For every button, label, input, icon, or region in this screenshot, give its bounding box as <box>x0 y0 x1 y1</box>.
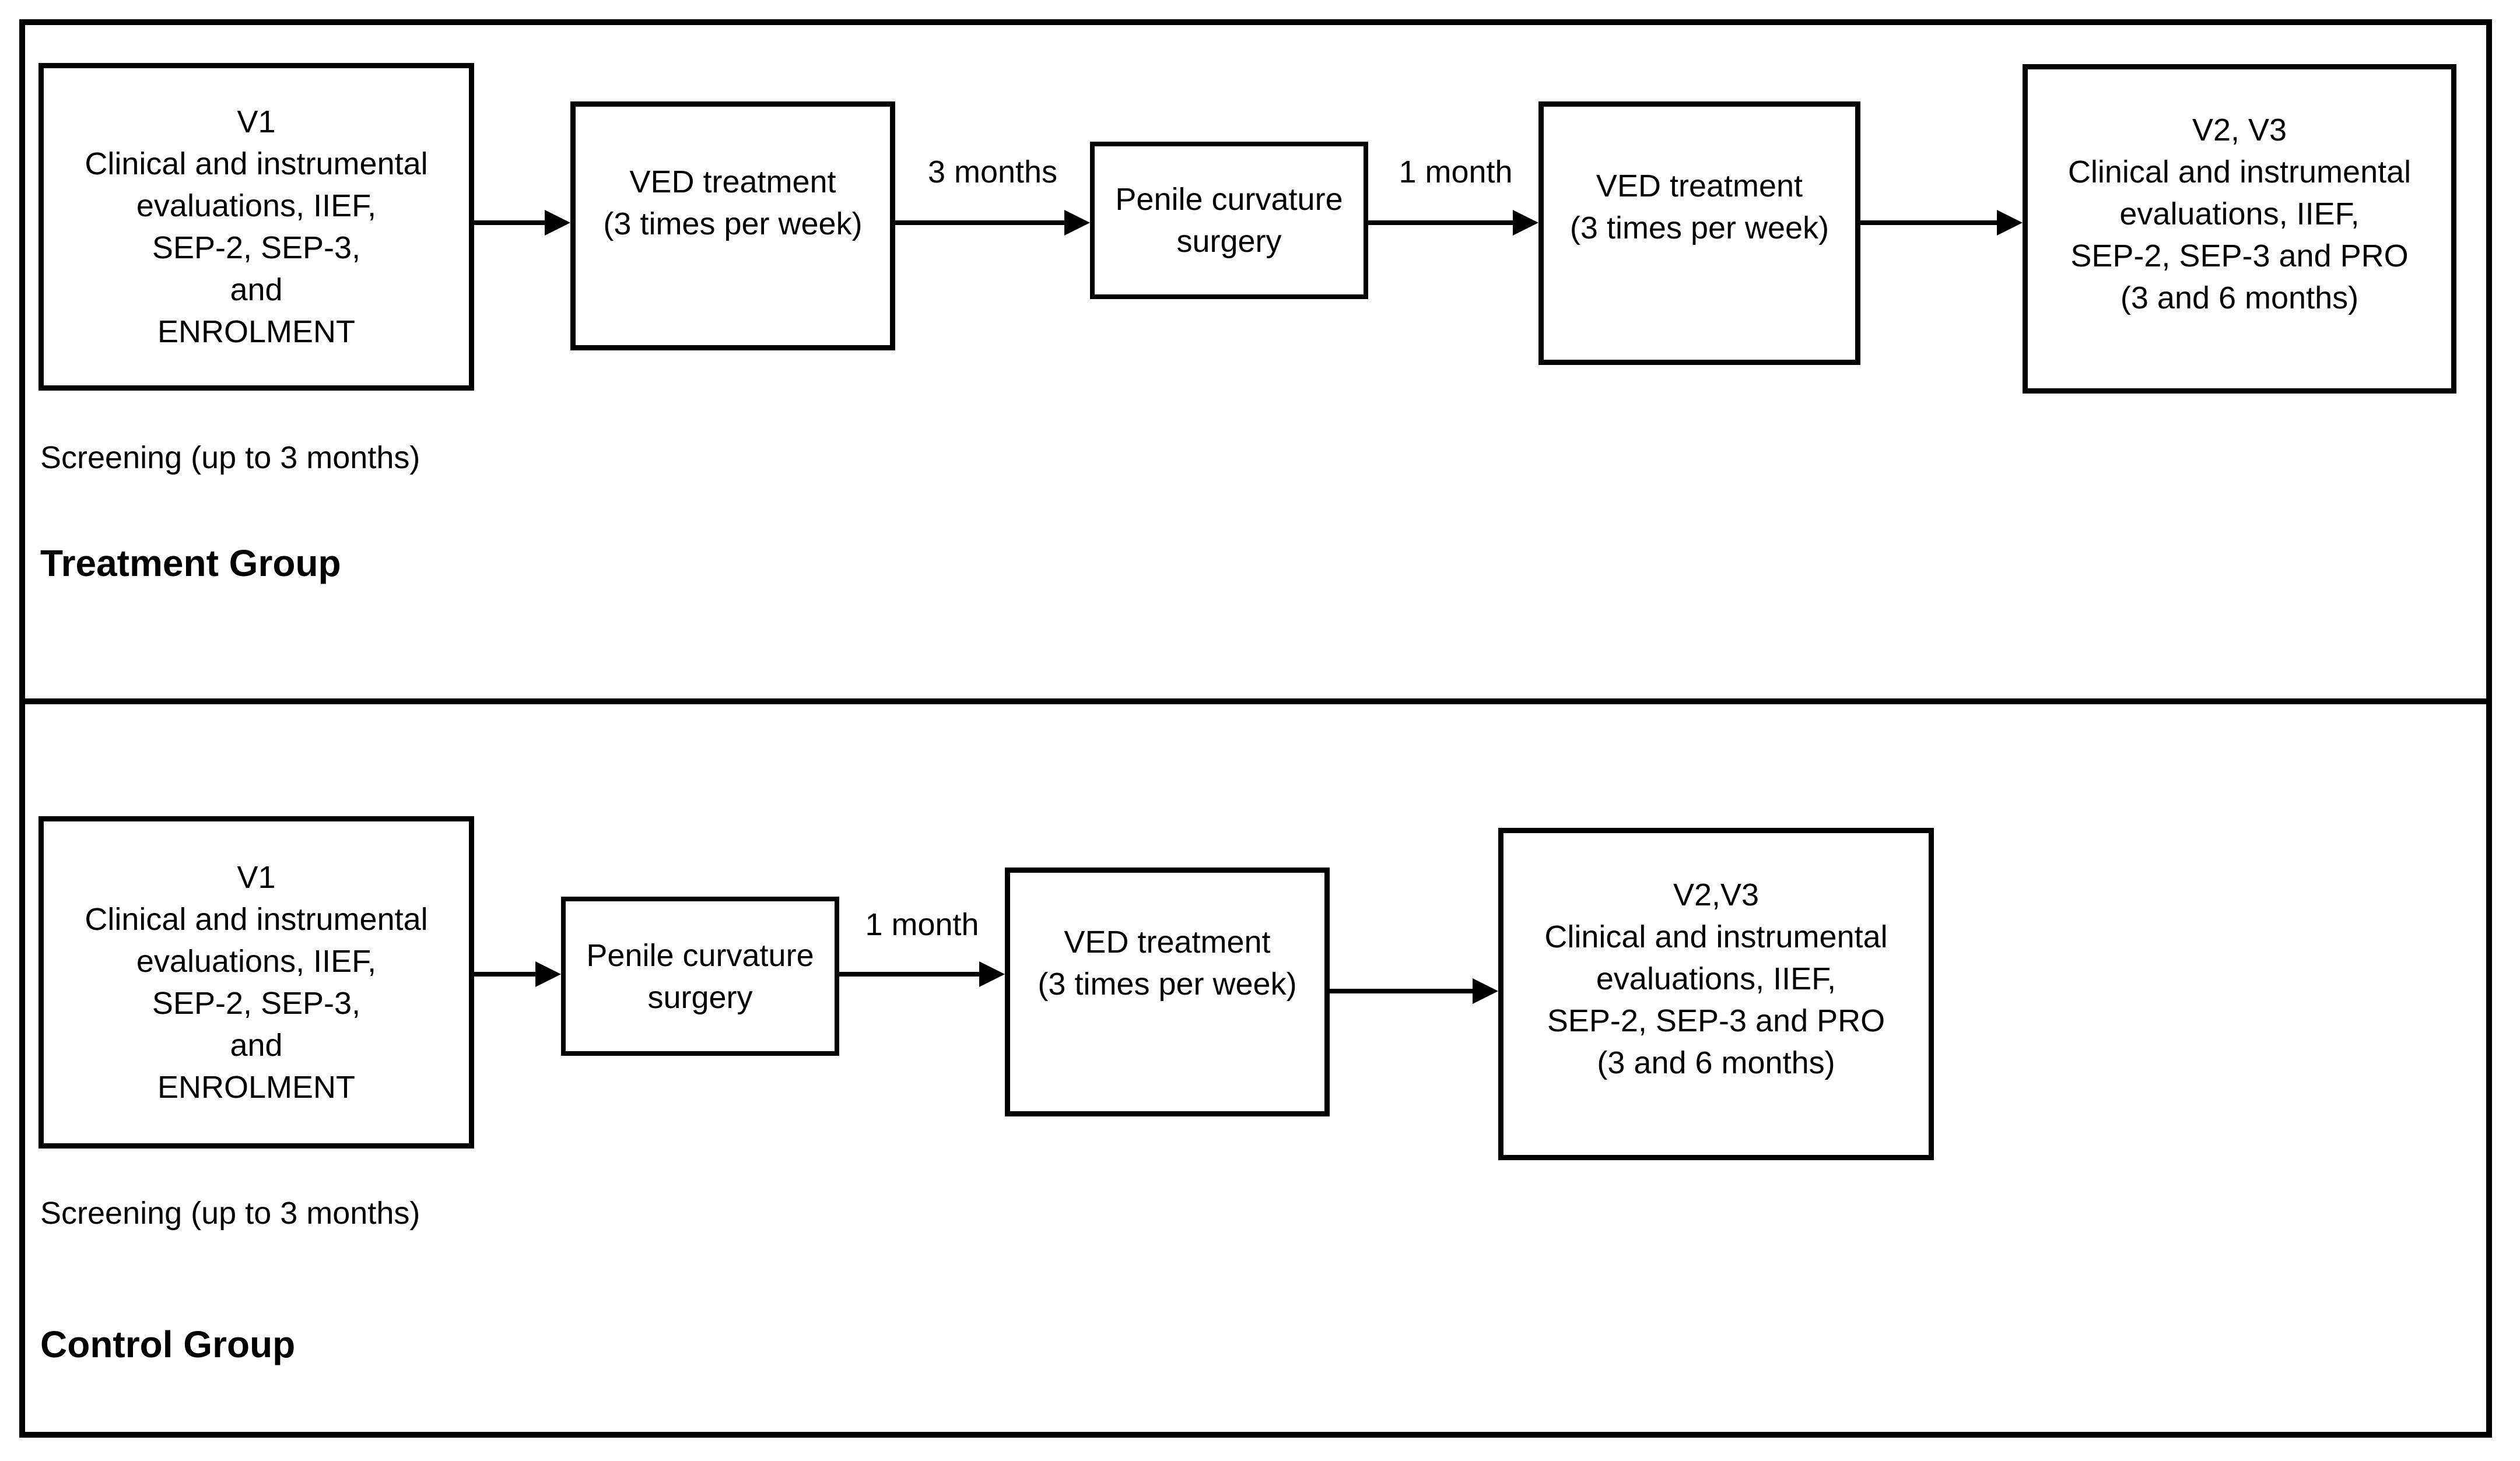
arrow-head-icon <box>979 961 1005 987</box>
box-text-line: ENROLMENT <box>157 1070 356 1105</box>
treatment-surgery-box: Penile curvature surgery <box>1090 142 1368 299</box>
box-text-line: evaluations, IIEF, <box>136 188 377 223</box>
box-text-line: V2, V3 <box>2192 113 2287 147</box>
interval-label-3-months: 3 months <box>927 154 1058 189</box>
box-text-line: ENROLMENT <box>157 314 356 349</box>
arrow-shaft <box>839 972 983 977</box>
arrow-shaft <box>474 220 548 225</box>
outer-frame <box>19 19 2492 1438</box>
interval-label-1-month: 1 month <box>865 907 979 942</box>
box-text-line: VED treatment <box>629 164 836 199</box>
arrow-shaft <box>1330 989 1476 993</box>
box-text-line: V1 <box>237 860 276 895</box>
arrow-treatment-3 <box>1368 210 1538 236</box>
arrow-head-icon <box>1513 210 1538 236</box>
box-text-line: evaluations, IIEF, <box>1596 961 1836 996</box>
treatment-screening-note: Screening (up to 3 months) <box>40 440 420 475</box>
control-group-title: Control Group <box>40 1323 296 1365</box>
control-outcome-box: V2,V3 Clinical and instrumental evaluati… <box>1498 828 1934 1160</box>
arrow-shaft <box>1368 220 1516 225</box>
box-text-line: Clinical and instrumental <box>85 146 428 181</box>
box-text-line: Clinical and instrumental <box>2067 154 2412 189</box>
box-text-line: (3 and 6 months) <box>2120 280 2359 315</box>
arrow-head-icon <box>1473 978 1498 1004</box>
arrow-head-icon <box>535 961 561 987</box>
box-text-line: (3 times per week) <box>1569 210 1829 245</box>
arrow-treatment-2 <box>895 210 1090 236</box>
treatment-outcome-box: V2, V3 Clinical and instrumental evaluat… <box>2023 64 2456 394</box>
box-text-line: V2,V3 <box>1673 877 1760 912</box>
box-text-line: VED treatment <box>1064 924 1271 960</box>
arrow-control-3 <box>1330 978 1498 1004</box>
control-screening-note: Screening (up to 3 months) <box>40 1196 420 1231</box>
box-text-line: SEP-2, SEP-3, <box>152 230 361 265</box>
control-surgery-box: Penile curvature surgery <box>561 897 839 1056</box>
box-text-line: Clinical and instrumental <box>85 902 428 937</box>
treatment-ved-box-2: VED treatment (3 times per week) <box>1538 101 1860 365</box>
box-text-line: SEP-2, SEP-3 and PRO <box>1547 1003 1885 1038</box>
interval-label-1-month: 1 month <box>1399 154 1513 189</box>
arrow-treatment-1 <box>474 210 570 236</box>
box-text-line: evaluations, IIEF, <box>136 944 377 979</box>
arrow-control-1 <box>474 961 561 987</box>
treatment-ved-box-1: VED treatment (3 times per week) <box>570 101 895 350</box>
box-text-line: SEP-2, SEP-3, <box>152 986 361 1021</box>
arrow-shaft <box>1860 220 2000 225</box>
box-text-line: SEP-2, SEP-3 and PRO <box>2070 238 2409 273</box>
box-text-line: and <box>230 272 283 307</box>
box-text-line: and <box>230 1028 283 1063</box>
arrow-control-2 <box>839 961 1005 987</box>
box-text-line: evaluations, IIEF, <box>2119 196 2360 231</box>
treatment-enrolment-box: V1 Clinical and instrumental evaluations… <box>38 63 474 391</box>
control-ved-box: VED treatment (3 times per week) <box>1005 868 1330 1116</box>
box-text-line: (3 times per week) <box>1038 966 1297 1002</box>
box-text-line: VED treatment <box>1596 168 1803 203</box>
treatment-group-title: Treatment Group <box>40 542 341 584</box>
control-enrolment-box: V1 Clinical and instrumental evaluations… <box>38 816 474 1149</box>
box-text-line: Penile curvature <box>1115 182 1343 217</box>
arrow-shaft <box>474 972 539 977</box>
box-text-line: surgery <box>1176 224 1282 259</box>
box-text-line: (3 and 6 months) <box>1597 1045 1835 1080</box>
arrow-head-icon <box>545 210 570 236</box>
box-text-line: Clinical and instrumental <box>1544 919 1888 954</box>
box-text-line: (3 times per week) <box>603 206 863 241</box>
box-text-line: surgery <box>647 979 753 1015</box>
arrow-treatment-4 <box>1860 210 2023 236</box>
arrow-head-icon <box>1064 210 1090 236</box>
section-divider-line <box>19 698 2492 704</box>
arrow-shaft <box>895 220 1068 225</box>
box-text-line: V1 <box>237 104 276 139</box>
box-text-line: Penile curvature <box>586 937 814 973</box>
arrow-head-icon <box>1997 210 2023 236</box>
